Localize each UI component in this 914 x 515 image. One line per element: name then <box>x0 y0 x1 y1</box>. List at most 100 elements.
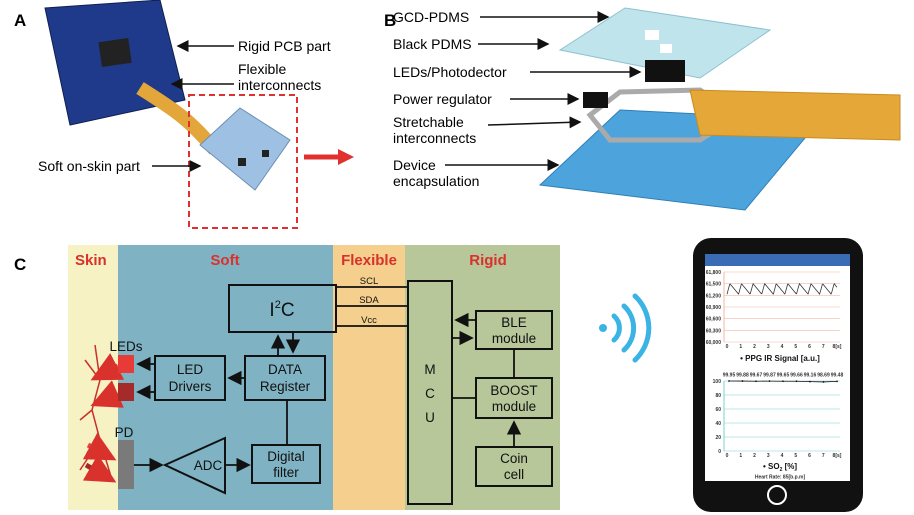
led-drivers-block <box>154 355 226 401</box>
zone-label-rigid: Rigid <box>469 252 507 269</box>
smartphone: 61,80061,50061,20060,90060,60060,30060,0… <box>693 238 863 512</box>
panel-b-label: B <box>384 11 396 30</box>
y-tick-label: 100 <box>713 379 722 385</box>
annotation-rigid-pcb: Rigid PCB part <box>238 38 331 54</box>
ppg-chart: 61,80061,50061,20060,90060,60060,30060,0… <box>706 270 842 350</box>
x-tick-label: 3 <box>767 453 770 459</box>
signal-vcc: Vcc <box>361 315 377 326</box>
mcu-label-m: M <box>424 362 435 377</box>
x-tick-label: 1 <box>739 453 742 459</box>
led-drivers-label: LED <box>177 362 204 377</box>
pd-chip <box>262 150 269 157</box>
x-tick-label: 8[s] <box>833 453 842 459</box>
ppg-title: • PPG IR Signal [a.u.] <box>740 354 820 363</box>
annotation-stretchable: Stretchable <box>393 114 464 130</box>
data-register-label: DATA <box>268 362 302 377</box>
mcu-label-u: U <box>425 410 435 425</box>
led-chip <box>238 158 246 166</box>
x-tick-label: 1 <box>739 344 742 350</box>
so2-value-label: 98.69 <box>817 373 830 379</box>
x-tick-label: 2 <box>753 344 756 350</box>
x-tick-label: 0 <box>726 344 729 350</box>
x-tick-label: 7 <box>822 344 825 350</box>
led-photodetector-chip <box>645 60 685 82</box>
y-tick-label: 80 <box>715 393 721 399</box>
so2-title: • SO2 [%] <box>763 462 797 473</box>
x-tick-label: 5 <box>794 453 797 459</box>
y-tick-label: 20 <box>715 435 721 441</box>
i2c-block <box>228 284 337 333</box>
digital-filter-label-2: filter <box>273 465 299 480</box>
boost-label: BOOST <box>490 383 537 398</box>
so2-value-label: 99.67 <box>750 373 763 379</box>
led-ir <box>118 383 134 401</box>
panel-c-label: C <box>14 255 26 274</box>
y-tick-label: 61,200 <box>706 293 722 299</box>
so2-value-label: 99.48 <box>831 373 844 379</box>
zone-flexible <box>333 245 405 510</box>
panel-b: B GCD-PDMS Black PDMS LEDs/Photodector P… <box>384 7 901 211</box>
x-tick-label: 5 <box>794 344 797 350</box>
panel-a-label: A <box>14 11 26 30</box>
led-drivers-label-2: Drivers <box>169 379 212 394</box>
x-tick-label: 2 <box>753 453 756 459</box>
app-header <box>705 254 850 266</box>
so2-line <box>728 380 838 383</box>
annotation-soft-part: Soft on-skin part <box>38 158 140 174</box>
panel-a: A Rigid PCB part Flexible interconnects … <box>14 0 354 229</box>
photodetector <box>118 440 134 489</box>
so2-value-label: 99.88 <box>736 373 749 379</box>
pd-label: PD <box>115 425 134 440</box>
annotation-black-pdms: Black PDMS <box>393 36 472 52</box>
y-tick-label: 40 <box>715 421 721 427</box>
flex-cable <box>689 89 901 141</box>
ble-label: BLE <box>501 315 527 330</box>
phone-screen <box>705 254 850 481</box>
so2-value-label: 99.16 <box>804 373 817 379</box>
annotation-interconnects-b: interconnects <box>393 130 476 146</box>
so2-value-label: 99.95 <box>723 373 736 379</box>
wireless-icon <box>599 293 652 363</box>
x-tick-label: 4 <box>781 453 784 459</box>
y-tick-label: 60,000 <box>706 340 722 346</box>
digital-filter-block <box>251 444 321 484</box>
annotation-interconnects: interconnects <box>238 77 321 93</box>
zone-label-flexible: Flexible <box>341 252 397 269</box>
y-tick-label: 0 <box>718 449 721 455</box>
x-tick-label: 4 <box>781 344 784 350</box>
y-tick-label: 60,900 <box>706 305 722 311</box>
i2c-label: I2C <box>269 299 294 321</box>
signal-scl: SCL <box>360 276 378 287</box>
heart-rate: Heart Rate: 85[b.p.m] <box>755 475 806 481</box>
so2-value-label: 99.87 <box>763 373 776 379</box>
coin-label: Coin <box>500 451 528 466</box>
digital-filter-label: Digital <box>267 449 305 464</box>
mcu-block <box>407 280 453 505</box>
x-tick-label: 6 <box>808 453 811 459</box>
signal-sda: SDA <box>359 295 379 306</box>
home-button[interactable] <box>767 485 787 505</box>
mcu-label-c: C <box>425 386 435 401</box>
so2-value-label: 99.65 <box>777 373 790 379</box>
coin-label-2: cell <box>504 467 524 482</box>
y-tick-label: 60 <box>715 407 721 413</box>
annotation-flexible: Flexible <box>238 61 286 77</box>
highlight-box <box>188 94 298 229</box>
x-tick-label: 6 <box>808 344 811 350</box>
x-tick-label: 0 <box>726 453 729 459</box>
annotation-leds: LEDs/Photodector <box>393 64 507 80</box>
zone-label-skin: Skin <box>75 252 107 269</box>
soft-on-skin-part <box>199 107 291 191</box>
x-tick-label: 3 <box>767 344 770 350</box>
led-red <box>118 355 134 373</box>
pcb-chip <box>98 38 132 67</box>
leds-label: LEDs <box>109 339 142 354</box>
zone-label-soft: Soft <box>210 252 239 269</box>
ppg-waveform <box>726 282 838 295</box>
data-register-label-2: Register <box>260 379 311 394</box>
annotation-encapsulation: encapsulation <box>393 173 479 189</box>
power-regulator-chip <box>583 92 608 108</box>
boost-label-2: module <box>492 399 536 414</box>
